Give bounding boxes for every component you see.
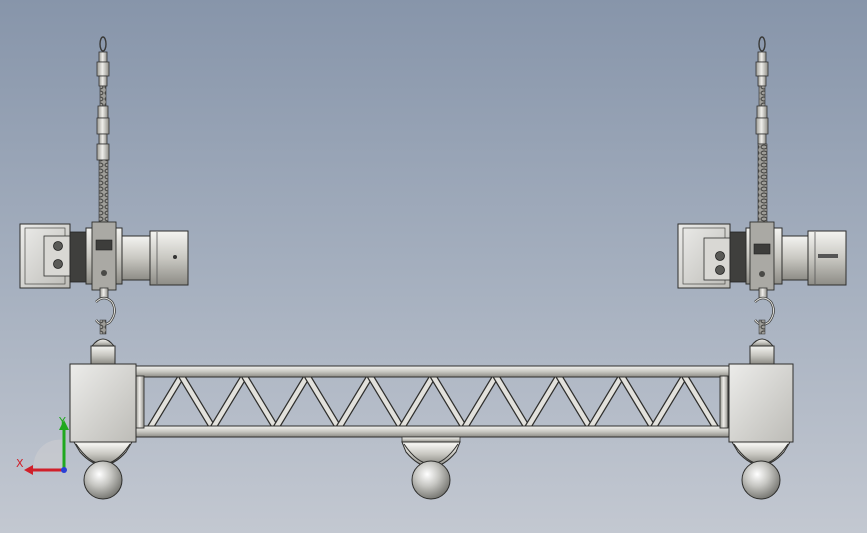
truss-diagonal-highlight bbox=[493, 374, 530, 430]
truss-diagonal-highlight bbox=[525, 374, 561, 430]
truss-diagonal-highlight bbox=[179, 374, 215, 430]
truss-diagonal-highlight bbox=[336, 374, 373, 430]
left-chain-hoist[interactable] bbox=[19, 36, 189, 365]
center-mount-plate bbox=[401, 436, 461, 443]
center-spherical-foot bbox=[401, 441, 461, 500]
left-load-hook bbox=[90, 287, 116, 365]
left-load-chain bbox=[98, 159, 109, 223]
truss-diagonal-highlight bbox=[588, 374, 624, 430]
right-suspension-hook bbox=[755, 36, 769, 145]
x-axis-label: X bbox=[16, 457, 24, 470]
truss-diagonal-highlight bbox=[242, 374, 278, 430]
right-hoist-body bbox=[677, 221, 847, 291]
right-load-hook bbox=[749, 287, 775, 365]
truss-diagonal-highlight bbox=[556, 374, 593, 430]
truss-beam[interactable] bbox=[69, 363, 794, 443]
truss-diagonal-highlight bbox=[651, 374, 687, 430]
truss-diagonal-highlight bbox=[619, 374, 656, 430]
truss-diagonal-highlight bbox=[148, 374, 184, 430]
truss-bottom-chord bbox=[131, 425, 733, 438]
truss-diagonal-highlight bbox=[273, 374, 310, 430]
truss-diagonal-highlight bbox=[462, 374, 498, 430]
left-suspension-hook bbox=[96, 36, 110, 161]
right-load-chain bbox=[757, 143, 768, 225]
right-spherical-foot bbox=[731, 441, 791, 500]
truss-top-chord bbox=[131, 365, 733, 378]
left-hoist-body bbox=[19, 221, 189, 291]
truss-diagonal-highlight bbox=[305, 374, 341, 430]
truss-diagonal-highlight bbox=[431, 374, 467, 430]
truss-diagonals bbox=[147, 374, 719, 430]
truss-diagonal-highlight bbox=[368, 374, 404, 430]
right-end-block bbox=[728, 363, 794, 443]
left-spherical-foot bbox=[73, 441, 133, 500]
z-axis-dot bbox=[61, 467, 67, 473]
coordinate-triad: Y X bbox=[16, 415, 69, 475]
truss-diagonal-highlight bbox=[399, 374, 435, 430]
truss-diagonal-highlight bbox=[210, 374, 247, 430]
right-chain-hoist[interactable] bbox=[677, 36, 847, 365]
y-axis-label: Y bbox=[58, 415, 66, 428]
truss-diagonal-highlight bbox=[682, 374, 718, 430]
left-end-block bbox=[69, 363, 137, 443]
